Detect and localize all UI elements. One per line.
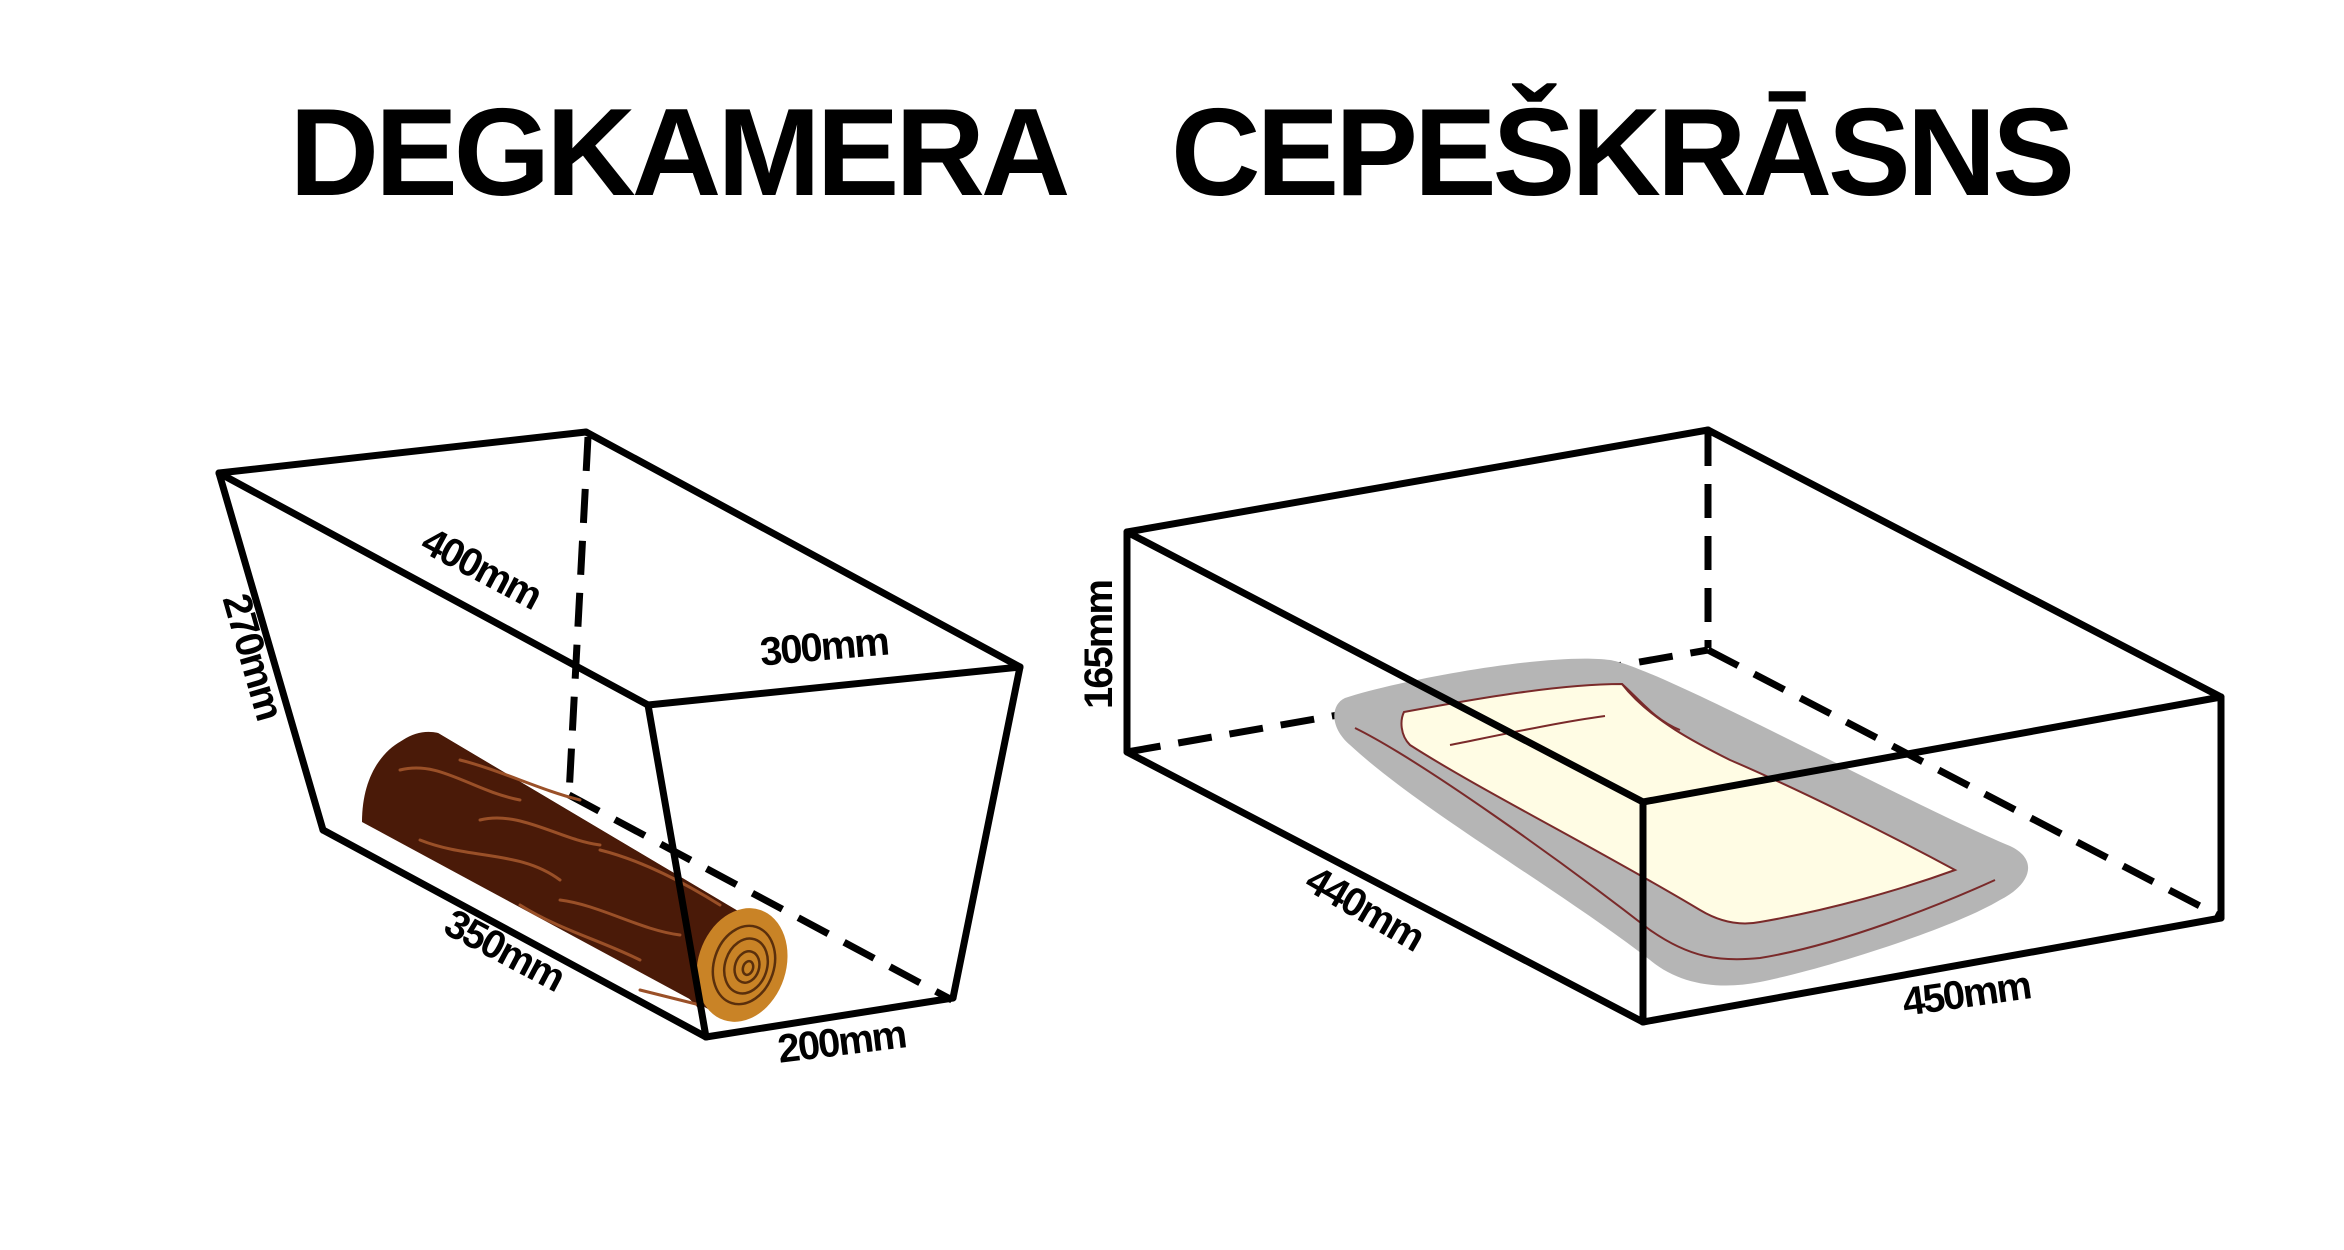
oven-height-label: 165mm xyxy=(1077,581,1121,709)
log-icon xyxy=(362,731,788,1022)
baking-tray-icon xyxy=(1334,658,2029,986)
firebox-visible-edges xyxy=(215,428,1024,1041)
oven-visible-edges xyxy=(1123,426,2225,1026)
firebox-title: DEGKAMERA xyxy=(290,84,1068,222)
oven-diagram: CEPEŠKRĀSNS 165m xyxy=(1077,83,2225,1026)
firebox-hidden-edges xyxy=(565,436,954,1004)
firebox-height-label: 270mm xyxy=(214,589,292,724)
firebox-diagram: DEGKAMERA xyxy=(214,84,1072,1072)
firebox-top-depth-label: 400mm xyxy=(414,519,548,618)
firebox-top-width-label: 300mm xyxy=(758,620,890,675)
oven-title: CEPEŠKRĀSNS xyxy=(1171,83,2071,222)
